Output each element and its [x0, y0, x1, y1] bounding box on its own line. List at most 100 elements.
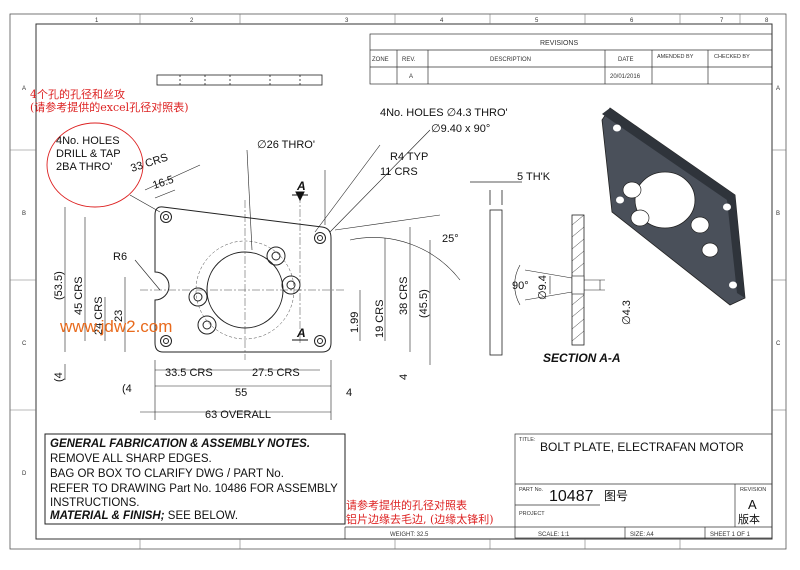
dim-53-5: (53.5)	[53, 271, 65, 300]
dim-38-crs: 38 CRS	[398, 276, 410, 315]
grid-col-7: 7	[720, 18, 724, 24]
rev-header-zone: ZONE	[372, 57, 389, 63]
notes-heading: GENERAL FABRICATION & ASSEMBLY NOTES.	[50, 438, 310, 450]
scale: SCALE: 1:1	[538, 532, 570, 538]
notes-line-1: REMOVE ALL SHARP EDGES.	[50, 453, 212, 465]
section-title: SECTION A-A	[543, 351, 621, 365]
revisions-table	[369, 33, 773, 85]
cn-note-holes-1: 4个孔的孔径和丝攻	[30, 87, 125, 101]
revision-label: REVISION	[740, 487, 766, 493]
callout-r4-typ: R4 TYP	[390, 151, 428, 163]
sheet-count: SHEET 1 OF 1	[710, 532, 751, 538]
callout-4-holes-csk-2: ∅9.40 x 90°	[431, 123, 490, 135]
notes-material-bold: MATERIAL & FINISH;	[50, 510, 165, 522]
revision-cn: 版本	[738, 512, 760, 526]
weight: WEIGHT: 32.5	[390, 532, 429, 538]
rev-row-rev: A	[409, 74, 413, 80]
rev-header-rev: REV.	[402, 57, 416, 63]
drawing-title: BOLT PLATE, ELECTRAFAN MOTOR	[540, 440, 744, 454]
section-mark-bottom: A	[296, 326, 306, 340]
dim-45-5: (45.5)	[418, 289, 430, 318]
section-dia-9-4: ∅9.4	[537, 275, 549, 300]
callout-tapped-3: 2BA THRO'	[56, 161, 112, 173]
grid-row-b-right: B	[776, 211, 780, 217]
dimensions: (53.5) 45 CRS 24 CRS 23 (4 1.99 19 CRS 3…	[53, 271, 430, 421]
isometric-view	[601, 107, 746, 306]
grid-row-c: C	[22, 341, 27, 347]
dim-27-5-crs: 27.5 CRS	[252, 367, 300, 379]
title-label: TITLE:	[519, 437, 536, 443]
cn-note-holes-2: (请参考提供的excel孔径对照表)	[30, 100, 188, 114]
outer-border	[9, 13, 787, 550]
callout-angle-25: 25°	[442, 233, 459, 245]
dim-23: 23	[113, 310, 125, 322]
red-circle-highlight	[46, 122, 144, 208]
notes-line-2: BAG OR BOX TO CLARIFY DWG / PART No.	[50, 468, 284, 480]
callouts: 33 CRS 16.5 ∅26 THRO' R4 TYP 11 CRS R6 2…	[113, 107, 508, 263]
grid-row-c-right: C	[776, 341, 781, 347]
dim-1-99: 1.99	[349, 312, 361, 333]
notes-material-rest: SEE BELOW.	[165, 510, 239, 522]
grid-row-labels: A B C D A B C	[22, 86, 781, 477]
title-block	[344, 433, 773, 539]
rev-header-checked: CHECKED BY	[714, 54, 750, 60]
grid-col-3: 3	[345, 18, 349, 24]
grid-row-d: D	[22, 471, 27, 477]
part-no-label: PART No.	[519, 487, 544, 493]
watermark-text: www.jdw2.com	[59, 317, 172, 336]
callout-11-crs: 11 CRS	[380, 166, 418, 178]
revision-value: A	[748, 497, 757, 512]
side-view	[470, 181, 522, 356]
thickness-label: 5 TH'K	[517, 171, 551, 183]
grid-col-2: 2	[190, 18, 194, 24]
dim-4-left: (4	[53, 372, 65, 382]
grid-col-8: 8	[765, 18, 769, 24]
rev-header-amended: AMENDED BY	[657, 54, 694, 60]
grid-col-4: 4	[440, 18, 444, 24]
rev-header-date: DATE	[618, 57, 634, 63]
rev-header-description: DESCRIPTION	[490, 57, 531, 63]
callout-33-crs: 33 CRS	[129, 152, 169, 175]
callout-r6: R6	[113, 251, 127, 263]
grid-row-b: B	[22, 211, 26, 217]
callout-16-5: 16.5	[151, 174, 175, 192]
section-angle-90: 90°	[512, 280, 529, 292]
grid-column-labels: 1 2 3 4 5 6 7 8	[95, 18, 769, 24]
grid-row-a-right: A	[776, 86, 780, 92]
dim-55: 55	[235, 387, 247, 399]
cn-note-bottom-2: 铝片边缘去毛边, (边缘太锋利)	[346, 512, 494, 526]
section-view: 90° ∅9.4 ∅4.3 SECTION A-A	[512, 214, 633, 365]
section-dia-4-3: ∅4.3	[621, 300, 633, 325]
top-view	[156, 74, 323, 86]
notes-box	[44, 433, 346, 525]
part-no-cn: 图号	[604, 489, 628, 503]
part-number: 10487	[549, 488, 594, 505]
dim-4-right: 4	[398, 374, 410, 380]
revisions-title: REVISIONS	[540, 40, 578, 47]
dim-24-crs: 24 CRS	[93, 296, 105, 335]
grid-row-a: A	[22, 86, 26, 92]
sheet-size: SIZE: A4	[630, 532, 654, 538]
section-mark-top: A	[296, 179, 306, 193]
callout-tapped-2: DRILL & TAP	[56, 148, 121, 160]
grid-col-1: 1	[95, 18, 99, 24]
dim-63-overall: 63 OVERALL	[205, 409, 271, 421]
cn-note-bottom-1: 请参考提供的孔径对照表	[346, 498, 467, 512]
grid-col-6: 6	[630, 18, 634, 24]
callout-4-holes-csk-1: 4No. HOLES ∅4.3 THRO'	[380, 107, 508, 119]
rev-row-date: 20/01/2016	[610, 74, 641, 80]
grid-col-5: 5	[535, 18, 539, 24]
callout-tapped-1: 4No. HOLES	[56, 135, 120, 147]
dim-19-crs: 19 CRS	[374, 299, 386, 338]
notes-line-4: INSTRUCTIONS.	[50, 497, 139, 509]
notes-material: MATERIAL & FINISH; SEE BELOW.	[50, 510, 238, 522]
dim-4-bottom-right: 4	[346, 387, 352, 399]
dim-33-5-crs: 33.5 CRS	[165, 367, 213, 379]
project-label: PROJECT	[519, 511, 545, 517]
dim-4-bottom-left: (4	[122, 383, 132, 395]
callout-center-hole: ∅26 THRO'	[257, 139, 315, 151]
notes-line-3: REFER TO DRAWING Part No. 10486 FOR ASSE…	[50, 483, 338, 495]
inner-border	[35, 23, 773, 540]
